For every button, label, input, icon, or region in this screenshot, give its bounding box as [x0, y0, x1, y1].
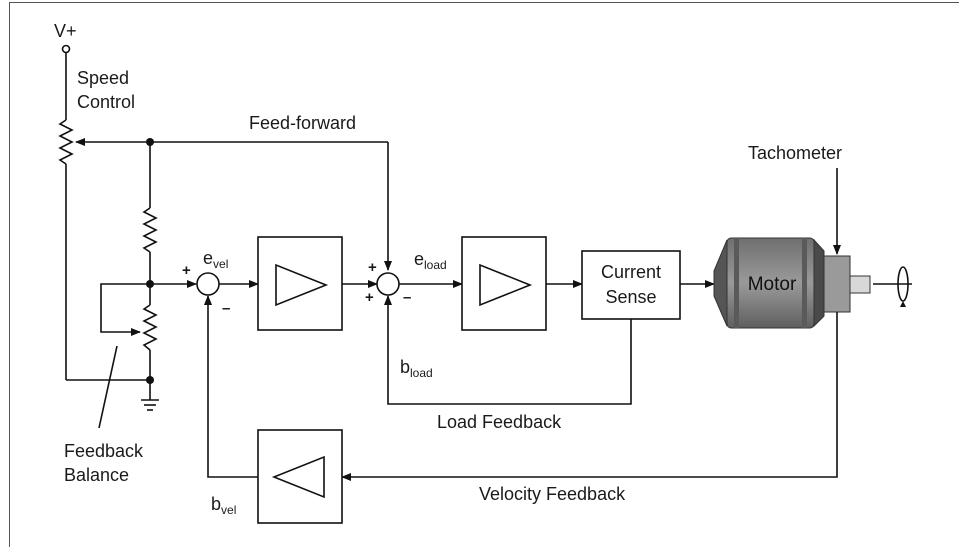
sum2-minus-sign: –: [403, 289, 411, 306]
feedback-balance-label-line1: Feedback: [64, 441, 144, 461]
rotation-icon: [873, 266, 912, 307]
e-vel-label: evel: [203, 248, 228, 271]
summing-junction-velocity: [196, 272, 220, 296]
speed-control-label-line1: Speed: [77, 68, 129, 88]
junction-dot: [146, 376, 154, 384]
current-sense-label-line1: Current: [601, 262, 661, 282]
ground-symbol: [141, 399, 159, 411]
b-load-label: bload: [400, 357, 433, 380]
upper-resistor: [142, 142, 158, 305]
vplus-terminal: [61, 44, 71, 120]
tachometer-label: Tachometer: [748, 143, 842, 163]
sum2-plus-sign-left: +: [365, 289, 374, 306]
feed-forward-path: [75, 138, 392, 271]
load-feedback-label: Load Feedback: [437, 412, 562, 432]
feedback-balance-pointer: [98, 345, 118, 429]
amplifier-triangle-icon: [479, 263, 533, 307]
summing-junction-load: [376, 272, 400, 296]
current-sense-label-line2: Sense: [605, 287, 656, 307]
current-sense-block: [581, 250, 681, 320]
motor-icon: [713, 237, 871, 329]
velocity-feedback-label: Velocity Feedback: [479, 484, 626, 504]
motor-label: Motor: [748, 274, 797, 295]
sum1-plus-sign: +: [182, 262, 191, 279]
sum1-minus-sign: –: [222, 300, 230, 317]
diagram-frame: [9, 2, 959, 547]
velocity-feedback-path: [204, 295, 838, 481]
feedback-balance-potentiometer: [66, 283, 158, 400]
load-feedback-path: [384, 295, 632, 405]
feedback-balance-label-line2: Balance: [64, 465, 129, 485]
speed-control-label-line2: Control: [77, 92, 135, 112]
tachometer-body: [823, 255, 851, 313]
feed-forward-label: Feed-forward: [249, 113, 356, 133]
b-vel-label: bvel: [211, 494, 236, 517]
speed-control-potentiometer: [58, 119, 74, 380]
e-load-label: eload: [414, 249, 447, 272]
vplus-label: V+: [54, 21, 77, 41]
amplifier-triangle-icon: [271, 455, 325, 499]
sum2-plus-sign-top: +: [368, 259, 377, 276]
amplifier-triangle-icon: [275, 263, 329, 307]
motor-shaft: [849, 275, 871, 294]
